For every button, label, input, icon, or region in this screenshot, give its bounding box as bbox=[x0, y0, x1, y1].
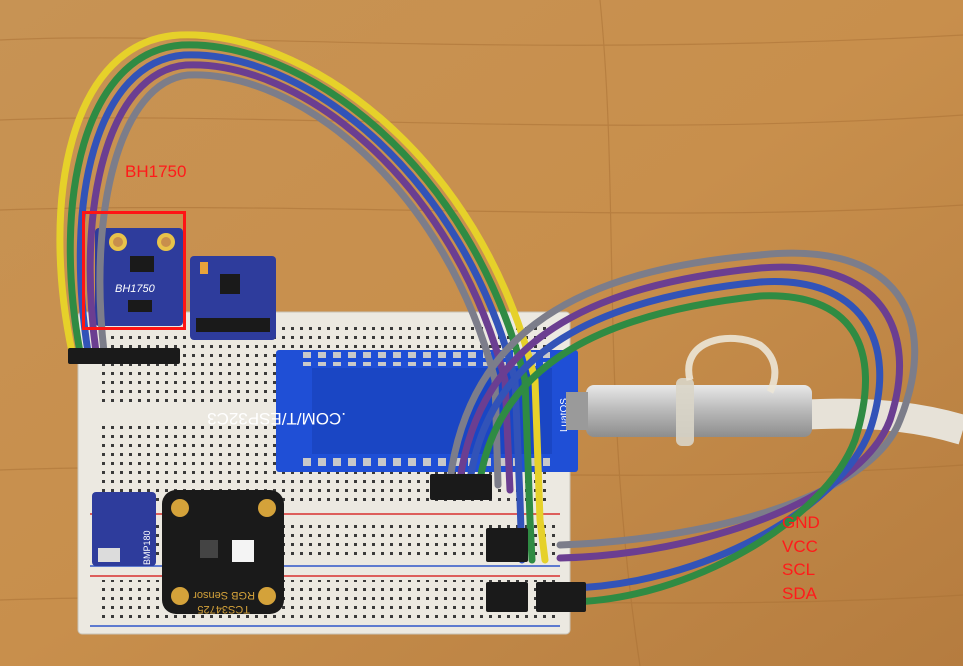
bh1750-silkscreen: BH1750 bbox=[115, 283, 156, 295]
tcs34725-module: TCS34725 RGB Sensor bbox=[162, 490, 284, 615]
highlight-box bbox=[82, 211, 186, 330]
pin-label-list: GND VCC SCL SDA bbox=[782, 514, 820, 608]
bmp180-module: BMP180 bbox=[92, 492, 156, 566]
jumper-wires bbox=[56, 31, 919, 606]
bmp180-label: BMP180 bbox=[142, 530, 152, 565]
bh1750-module: BH1750 bbox=[95, 228, 183, 326]
pin-label-sda: SDA bbox=[782, 583, 817, 603]
pin-label-gnd: GND bbox=[782, 513, 820, 532]
connector-housings bbox=[68, 348, 586, 612]
esp-brand-text: LuatOS bbox=[559, 398, 570, 432]
rgb-sensor-line1: TCS34725 bbox=[197, 603, 250, 615]
bh1750-annotation: BH1750 bbox=[125, 162, 187, 181]
gy-sensor-module bbox=[190, 256, 276, 340]
pin-label-vcc: VCC bbox=[782, 536, 818, 556]
rgb-sensor-line2: RGB Sensor bbox=[193, 589, 255, 601]
esp-url-text: .COM/T/ESP32C3 bbox=[207, 409, 346, 428]
pin-label-scl: SCL bbox=[782, 560, 816, 579]
